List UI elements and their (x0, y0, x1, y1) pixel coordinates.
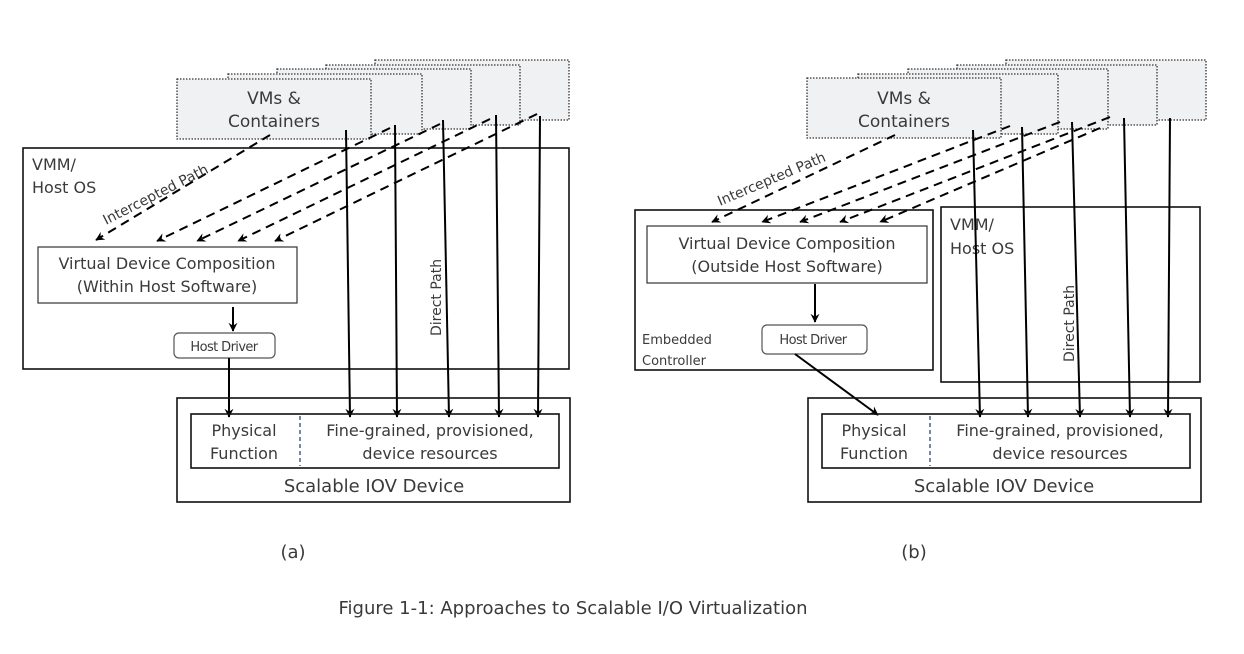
vms-label: Containers (858, 112, 950, 132)
vms-label: Containers (228, 112, 320, 132)
direct-arrow (345, 129, 355, 418)
host-driver-box (173, 332, 276, 359)
composition-label: Virtual Device Composition (58, 254, 275, 273)
direct-path-arrows (794, 117, 1173, 418)
vms-label: VMs & (877, 89, 931, 109)
intercepted-path-arrows (711, 116, 1111, 224)
direct-arrow (1021, 126, 1033, 418)
intercepted-arrow (196, 123, 441, 242)
direct-arrow (392, 124, 402, 418)
direct-arrow (1163, 117, 1173, 418)
figure-caption: Figure 1-1: Approaches to Scalable I/O V… (339, 598, 808, 619)
direct-path-label: Direct Path (1062, 285, 1078, 362)
direct-arrow (1071, 121, 1085, 418)
composition-label: Virtual Device Composition (678, 234, 895, 253)
vms-label: VMs & (247, 89, 301, 109)
direct-arrow (494, 114, 504, 418)
direct-arrow (442, 119, 454, 418)
vmm-host-os-box (22, 147, 570, 370)
embedded-controller-label: Controller (642, 354, 707, 369)
vmm-host-os-box (940, 206, 1201, 383)
panel-label: (a) (280, 542, 305, 563)
resources-label: Fine-grained, provisioned, (326, 421, 533, 440)
physical-function-label: Physical (841, 421, 906, 440)
device-resources-box (190, 413, 560, 469)
vm-stack: VMs & Containers (176, 59, 570, 140)
direct-arrow (1123, 117, 1135, 418)
composition-label: (Within Host Software) (77, 277, 258, 296)
vmm-label: VMM/ (950, 215, 995, 234)
direct-path-arrows (224, 114, 543, 418)
physical-function-label: Physical (211, 421, 276, 440)
intercepted-arrow (237, 118, 491, 242)
panel-a: VMs & Containers VMM/ Host OS Intercepte… (22, 59, 571, 563)
vm-stack: VMs & Containers (806, 59, 1207, 139)
vmm-label: Host OS (950, 239, 1014, 258)
intercepted-arrow (274, 113, 538, 242)
physical-function-label: Function (210, 444, 278, 463)
scalable-iov-device-box (807, 397, 1202, 503)
direct-path-label: Direct Path (429, 259, 445, 336)
resources-label: device resources (362, 444, 497, 463)
direct-arrow (972, 129, 985, 418)
intercepted-path-label: Intercepted Path (715, 150, 828, 210)
scalable-iov-device-box (176, 397, 571, 503)
intercepted-path-arrows (95, 113, 538, 242)
intercepted-arrow (799, 121, 1061, 224)
panel-b: VMs & Containers VMM/ Host OS Intercepte… (634, 59, 1207, 563)
host-driver-box (761, 324, 868, 355)
driver-to-physical-function-arrow (794, 353, 879, 416)
vm-box-front (806, 77, 1002, 139)
direct-arrow (533, 115, 543, 418)
virtual-device-composition-box (646, 225, 928, 284)
vmm-label: VMM/ (32, 155, 77, 174)
intercepted-arrow (156, 127, 391, 242)
host-driver-label: Host Driver (779, 333, 847, 348)
device-label: Scalable IOV Device (914, 476, 1094, 497)
intercepted-arrow (711, 134, 896, 223)
physical-function-label: Function (840, 444, 908, 463)
embedded-controller-label: Embedded (642, 333, 712, 348)
intercepted-path-label: Intercepted Path (101, 162, 212, 229)
host-driver-label: Host Driver (190, 340, 258, 355)
panel-label: (b) (901, 542, 926, 563)
device-label: Scalable IOV Device (284, 476, 464, 497)
resources-label: device resources (992, 444, 1127, 463)
intercepted-arrow (839, 116, 1111, 224)
device-resources-box (821, 413, 1191, 469)
intercepted-arrow (95, 134, 271, 241)
intercepted-arrow (879, 127, 1101, 223)
resources-label: Fine-grained, provisioned, (956, 421, 1163, 440)
vm-box-front (176, 78, 372, 140)
composition-label: (Outside Host Software) (691, 257, 882, 276)
virtual-device-composition-box (37, 246, 298, 304)
vmm-label: Host OS (32, 178, 96, 197)
